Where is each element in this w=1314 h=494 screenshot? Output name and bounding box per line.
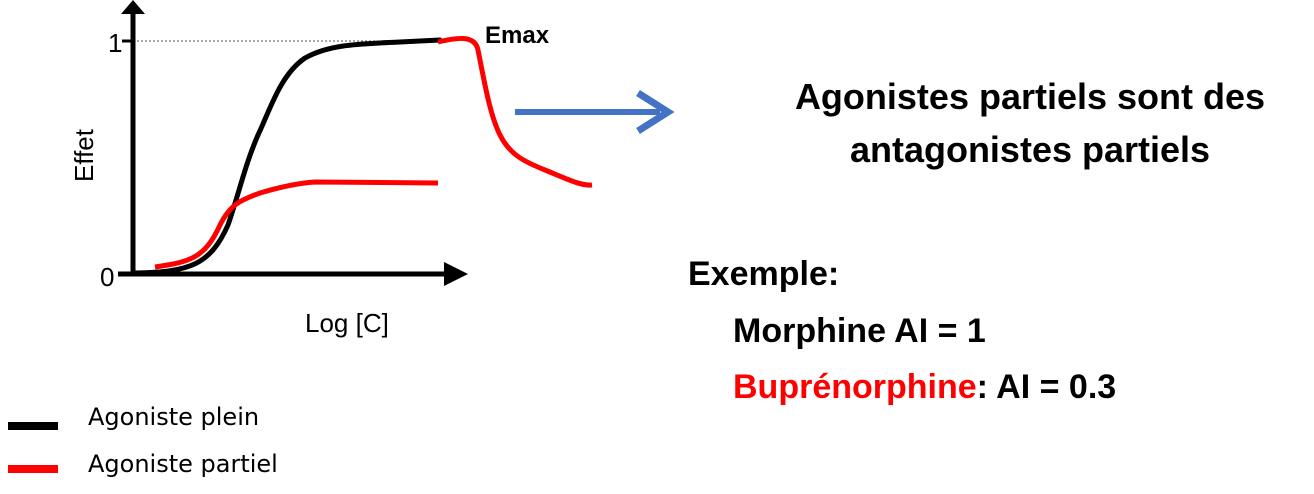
conclusion-line-2: antagonistes partiels — [849, 129, 1211, 170]
example-morphine: Morphine AI = 1 — [733, 312, 986, 350]
y-tick-label-1: 1 — [108, 28, 123, 58]
y-axis-arrowhead — [121, 0, 145, 14]
partial-agonist-curve — [154, 179, 439, 270]
arrow-head — [636, 90, 675, 134]
example-buprenorphine: Buprénorphine: AI = 0.3 — [733, 368, 1116, 407]
conclusion-title: Agonistes partiels sont des antagonistes… — [700, 70, 1314, 176]
x-axis-label: Log [C] — [305, 308, 389, 338]
buprenorphine-name: Buprénorphine — [733, 368, 977, 406]
x-axis-arrowhead — [444, 262, 468, 286]
conclusion-line-1: Agonistes partiels sont des — [794, 76, 1266, 117]
emax-label: Emax — [485, 22, 550, 49]
legend-label-partial: Agoniste partiel — [88, 450, 278, 478]
y-tick-label-0: 0 — [100, 262, 115, 292]
example-heading: Exemple: — [688, 255, 840, 293]
y-axis-label: Effet — [69, 128, 100, 183]
legend-label-full: Agoniste plein — [88, 403, 260, 431]
buprenorphine-value: : AI = 0.3 — [976, 368, 1117, 406]
full-agonist-curve — [132, 37, 443, 276]
partial-antagonism-curve — [437, 36, 593, 188]
